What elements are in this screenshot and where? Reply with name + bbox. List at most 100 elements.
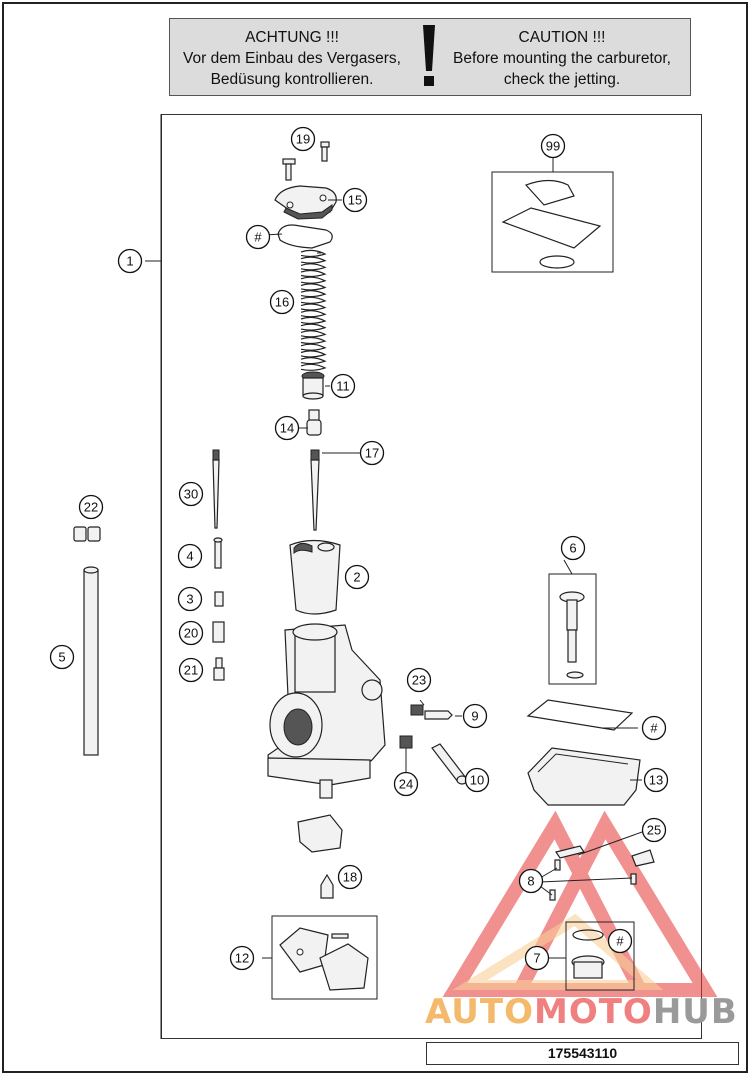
callout-label: # <box>650 721 658 736</box>
callout-label: # <box>616 934 624 949</box>
screw-9 <box>424 710 453 720</box>
callout-circle <box>406 667 432 693</box>
callout-circle <box>643 767 669 793</box>
callout-label: 21 <box>184 663 198 678</box>
callout-10: 10 <box>464 767 490 793</box>
callout-20: 20 <box>178 620 204 646</box>
callout-circle <box>518 868 544 894</box>
warning-english-line2: check the jetting. <box>503 71 621 88</box>
callout-3: 3 <box>177 586 203 612</box>
callout-circle <box>337 864 363 890</box>
float-bowl-13 <box>527 747 641 806</box>
callout-label: 3 <box>186 592 193 607</box>
carburetor-body <box>267 623 386 799</box>
callout-label: 9 <box>471 709 478 724</box>
float-12 <box>279 927 369 991</box>
callout-label: 15 <box>348 193 362 208</box>
callout-circle <box>462 703 488 729</box>
callout-circle <box>245 224 271 250</box>
watermark-part-a: AUTO <box>425 992 534 1032</box>
callout-13: 13 <box>643 767 669 793</box>
callout-label: 14 <box>280 421 294 436</box>
float-needle-18 <box>320 873 334 899</box>
callout-circle <box>177 543 203 569</box>
choke-plunger-10 <box>431 743 468 785</box>
callout-circle <box>178 620 204 646</box>
callout-circle <box>178 481 204 507</box>
spring-16 <box>300 249 327 371</box>
drain-plug-7 <box>571 929 605 979</box>
callout-15: 15 <box>342 187 368 213</box>
screws-8 <box>549 859 637 901</box>
callout-hash: # <box>245 224 271 250</box>
warning-english-line1: Before mounting the carburetor, <box>453 50 671 67</box>
callout-circle <box>607 928 633 954</box>
needle-30 <box>212 449 220 529</box>
callout-circle <box>274 415 300 441</box>
bowl-gasket <box>526 699 634 731</box>
callout-14: 14 <box>274 415 300 441</box>
callout-label: 18 <box>343 870 357 885</box>
callout-4: 4 <box>177 543 203 569</box>
caution-box: ACHTUNG !!! Vor dem Einbau des Vergasers… <box>169 18 691 96</box>
callout-label: # <box>254 230 262 245</box>
warning-german-line1: Vor dem Einbau des Vergasers, <box>183 50 401 67</box>
hose-5 <box>83 566 99 756</box>
jet-20 <box>212 621 225 643</box>
callout-circle <box>641 715 667 741</box>
callout-circle <box>78 494 104 520</box>
callout-label: 17 <box>365 446 379 461</box>
callout-label: 5 <box>58 650 65 665</box>
callout-11: 11 <box>330 373 356 399</box>
cover-15 <box>274 185 337 220</box>
clip-22 <box>73 526 101 542</box>
callout-label: 25 <box>647 823 661 838</box>
callout-label: 99 <box>546 139 560 154</box>
callout-circle <box>524 945 550 971</box>
callout-1: 1 <box>117 248 143 274</box>
callout-circle <box>229 945 255 971</box>
screw-23 <box>410 704 424 716</box>
gasket <box>277 224 333 249</box>
callout-label: 23 <box>412 673 426 688</box>
callout-99: 99 <box>540 133 566 159</box>
needle-jet-4 <box>213 537 223 569</box>
callout-23: 23 <box>406 667 432 693</box>
callout-label: 24 <box>399 777 413 792</box>
callout-label: 16 <box>275 295 289 310</box>
watermark-part-c: HUB <box>652 992 738 1032</box>
callout-circle <box>464 767 490 793</box>
callout-circle <box>330 373 356 399</box>
callout-label: 6 <box>569 541 576 556</box>
warning-english: CAUTION !!! Before mounting the carburet… <box>442 27 682 90</box>
callout-circle <box>177 586 203 612</box>
callout-label: 20 <box>184 626 198 641</box>
callout-label: 7 <box>533 951 540 966</box>
jet-3 <box>214 591 224 607</box>
callout-8: 8 <box>518 868 544 894</box>
callout-label: 13 <box>649 773 663 788</box>
jet-21 <box>213 657 225 681</box>
callout-layer: 1234567891011121314151617181920212223242… <box>49 126 669 971</box>
callout-circle <box>117 248 143 274</box>
callout-label: 22 <box>84 500 98 515</box>
callout-hash: # <box>607 928 633 954</box>
callout-circle <box>49 644 75 670</box>
throttle-slide-2 <box>289 539 341 615</box>
needle-holder-11 <box>301 371 325 400</box>
gasket-set-99 <box>501 179 602 269</box>
callout-25: 25 <box>641 817 667 843</box>
callout-9: 9 <box>462 703 488 729</box>
callout-24: 24 <box>393 771 419 797</box>
drain-box <box>565 921 635 991</box>
callout-circle <box>393 771 419 797</box>
callout-12: 12 <box>229 945 255 971</box>
callout-hash: # <box>641 715 667 741</box>
screw-19 <box>282 141 330 181</box>
callout-circle <box>540 133 566 159</box>
callout-18: 18 <box>337 864 363 890</box>
callout-2: 2 <box>344 564 370 590</box>
callout-21: 21 <box>178 657 204 683</box>
callout-label: 19 <box>296 132 310 147</box>
